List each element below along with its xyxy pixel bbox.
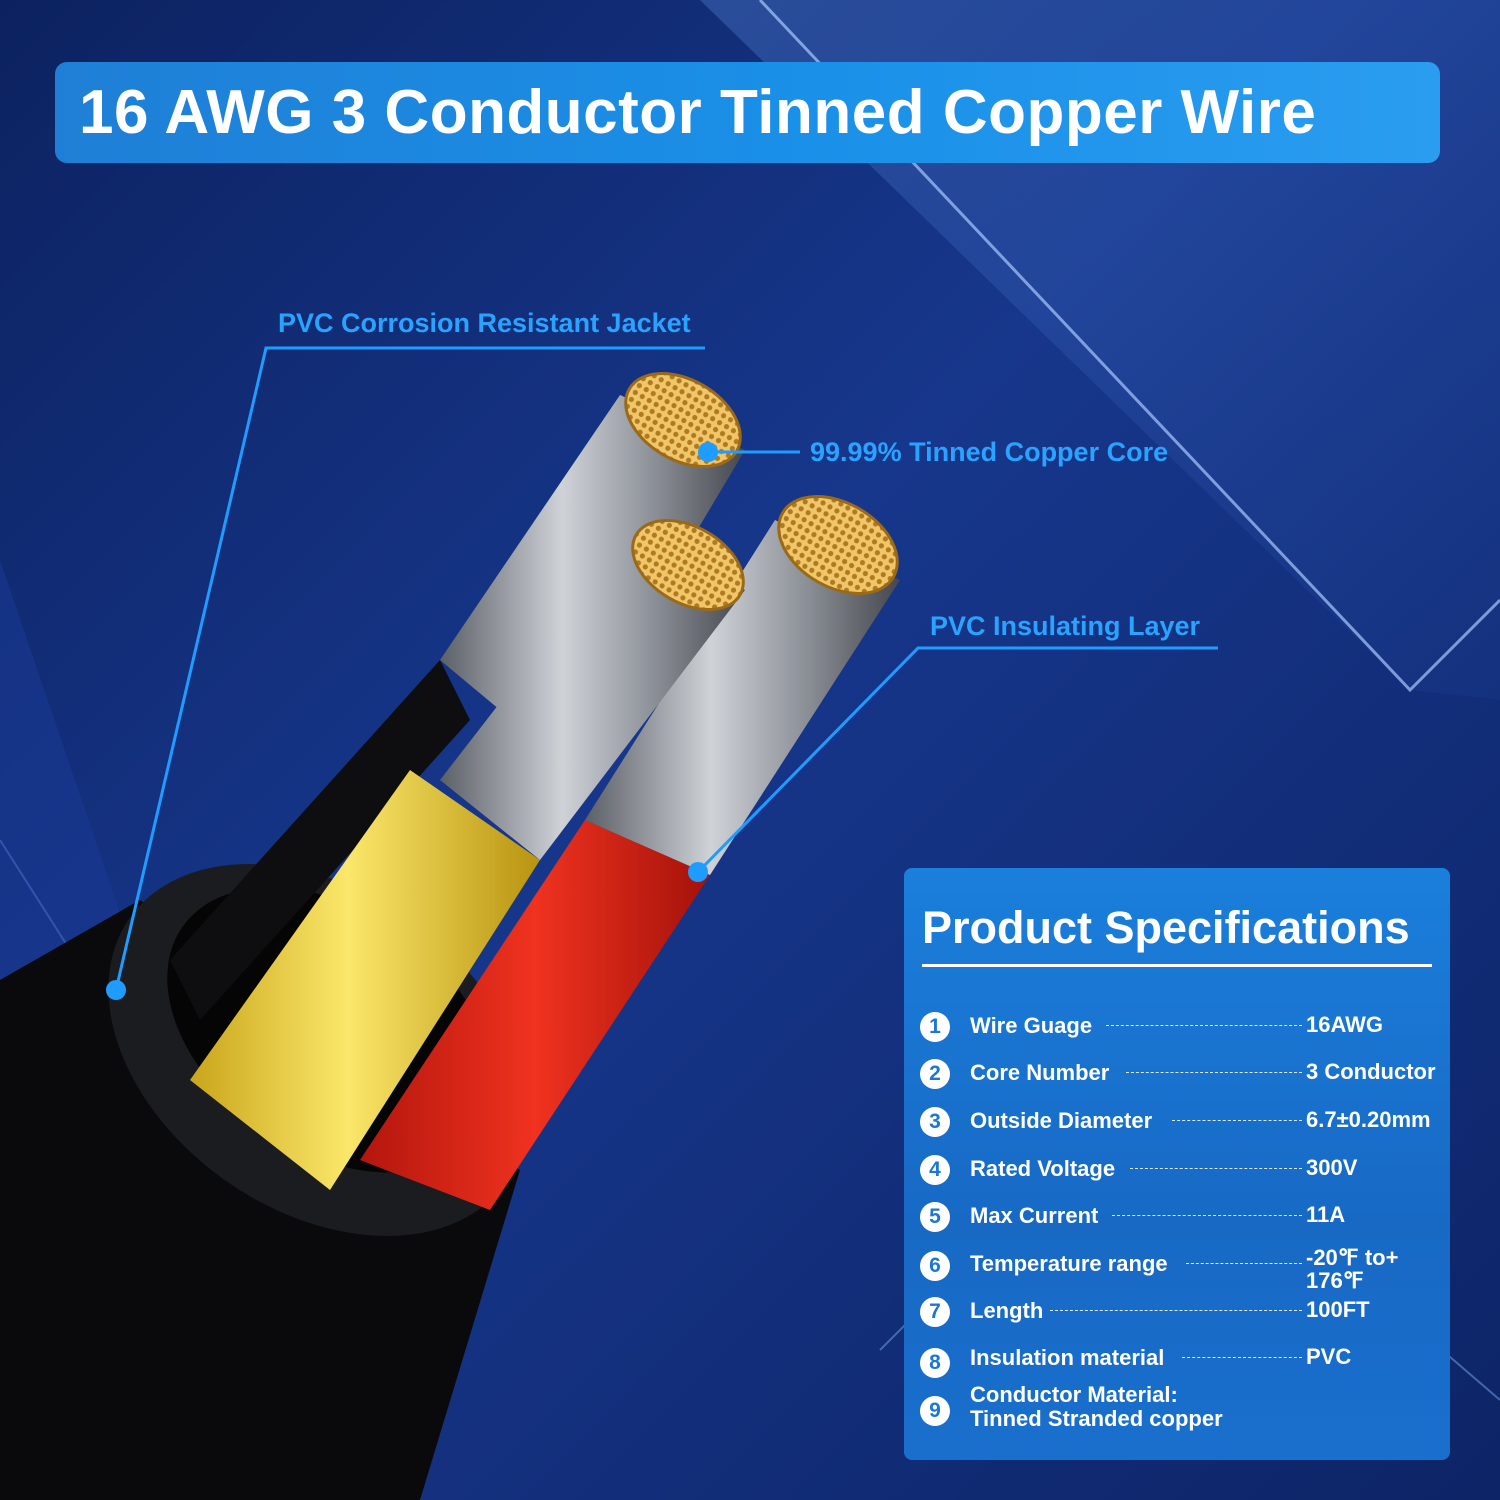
dotted-leader — [1050, 1310, 1302, 1311]
spec-row-max-current: 5 Max Current 11A — [920, 1200, 1450, 1246]
dotted-leader — [1126, 1072, 1302, 1073]
spec-row-wire-gauge: 1 Wire Guage 16AWG — [920, 1010, 1450, 1056]
spec-value: 16AWG — [1306, 1012, 1384, 1037]
dotted-leader — [1106, 1025, 1302, 1026]
dotted-leader — [1186, 1263, 1302, 1264]
spec-row-temperature-range: 6 Temperature range -20℉ to+ 176℉ — [920, 1243, 1450, 1293]
spec-value: Tinned Stranded copper — [970, 1406, 1223, 1431]
number-3-icon: 3 — [920, 1107, 950, 1137]
spec-panel: Product Specifications 1 Wire Guage 16AW… — [904, 868, 1450, 1460]
conductor-red — [360, 495, 900, 1210]
page-title: 16 AWG 3 Conductor Tinned Copper Wire — [79, 78, 1317, 147]
spec-value: 3 Conductor — [1306, 1059, 1436, 1084]
spec-row-length: 7 Length 100FT — [920, 1295, 1450, 1341]
spec-value: 100FT — [1306, 1297, 1370, 1322]
spec-label: Temperature range — [970, 1251, 1168, 1276]
spec-divider — [922, 964, 1432, 967]
spec-value: -20℉ to+ 176℉ — [1306, 1245, 1399, 1293]
number-4-icon: 4 — [920, 1155, 950, 1185]
core-marker-dot — [698, 442, 718, 462]
number-9-icon: 9 — [920, 1396, 950, 1426]
number-6-icon: 6 — [920, 1251, 950, 1281]
spec-label: Conductor Material: — [970, 1382, 1178, 1407]
spec-row-outside-diameter: 3 Outside Diameter 6.7±0.20mm — [920, 1105, 1450, 1151]
spec-label: Max Current — [970, 1203, 1099, 1228]
spec-row-core-number: 2 Core Number 3 Conductor — [920, 1057, 1450, 1103]
conductor-yellow — [190, 518, 745, 1190]
jacket-marker-dot — [106, 980, 126, 1000]
number-5-icon: 5 — [920, 1202, 950, 1232]
core-callout: 99.99% Tinned Copper Core — [810, 437, 1169, 467]
number-2-icon: 2 — [920, 1059, 950, 1089]
spec-label: Wire Guage — [970, 1013, 1093, 1038]
insulation-marker-dot — [688, 862, 708, 882]
spec-label: Insulation material — [970, 1345, 1165, 1370]
insulation-callout: PVC Insulating Layer — [930, 611, 1201, 641]
spec-row-rated-voltage: 4 Rated Voltage 300V — [920, 1153, 1450, 1199]
title-banner: 16 AWG 3 Conductor Tinned Copper Wire — [55, 62, 1440, 163]
spec-row-conductor-material: 9 Conductor Material: Tinned Stranded co… — [920, 1382, 1450, 1442]
dotted-leader — [1112, 1215, 1302, 1216]
spec-row-insulation-material: 8 Insulation material PVC — [920, 1342, 1450, 1388]
spec-value: 6.7±0.20mm — [1306, 1107, 1431, 1132]
spec-value: 300V — [1306, 1155, 1358, 1180]
dotted-leader — [1182, 1357, 1302, 1358]
spec-label: Length — [970, 1298, 1044, 1323]
dotted-leader — [1172, 1120, 1302, 1121]
dotted-leader — [1130, 1168, 1302, 1169]
number-8-icon: 8 — [920, 1348, 950, 1378]
callout-lines — [114, 346, 1218, 991]
spec-label: Outside Diameter — [970, 1108, 1153, 1133]
spec-value: PVC — [1306, 1344, 1352, 1369]
spec-heading: Product Specifications — [922, 902, 1410, 953]
spec-label: Rated Voltage — [970, 1156, 1116, 1181]
spec-label: Core Number — [970, 1060, 1110, 1085]
jacket-callout: PVC Corrosion Resistant Jacket — [278, 308, 691, 338]
number-1-icon: 1 — [920, 1012, 950, 1042]
spec-value: 11A — [1306, 1202, 1346, 1227]
number-7-icon: 7 — [920, 1297, 950, 1327]
